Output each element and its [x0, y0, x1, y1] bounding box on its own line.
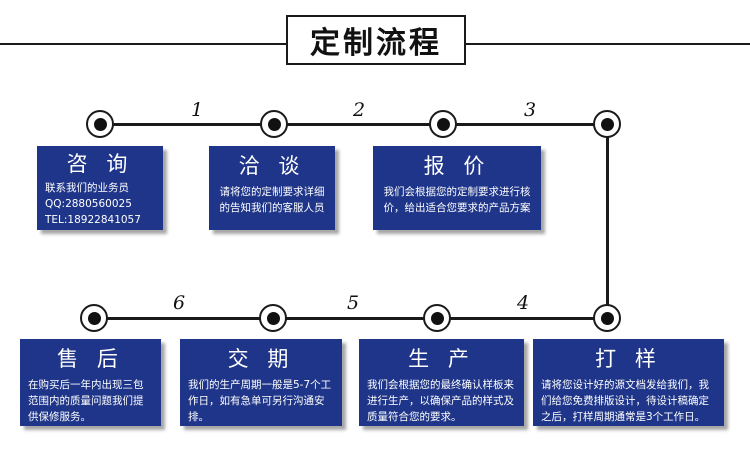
card-description: 联系我们的业务员 QQ:2880560025 TEL:18922841057 [45, 180, 155, 228]
flow-line-vertical [606, 124, 609, 319]
flow-node [593, 110, 621, 138]
flow-node [429, 110, 457, 138]
flow-line-bottom [94, 317, 608, 320]
card-produce: 生 产 我们会根据您的最终确认样板来进行生产，以确保产品的样式及质量符合您的要求… [359, 339, 524, 426]
card-description: 我们会根据您的最终确认样板来进行生产，以确保产品的样式及质量符合您的要求。 [367, 379, 514, 423]
flow-node [260, 110, 288, 138]
card-title: 生 产 [408, 347, 475, 371]
card-deliver: 交 期 我们的生产周期一般是5-7个工作日，如有急单可另行沟通安排。 [180, 339, 342, 426]
flow-node [593, 304, 621, 332]
page-title: 定制流程 [286, 15, 466, 65]
card-aftersale: 售 后 在购买后一年内出现三包范围内的质量问题我们提供保修服务。 [20, 339, 161, 426]
card-description: 在购买后一年内出现三包范围内的质量问题我们提供保修服务。 [28, 379, 144, 423]
step-number-3: 3 [523, 99, 537, 121]
contact-line: 联系我们的业务员 [45, 182, 129, 194]
contact-tel: TEL:18922841057 [45, 214, 141, 226]
card-description: 我们会根据您的定制要求进行核价，给出适合您要求的产品方案 [383, 186, 531, 214]
flow-node [259, 304, 287, 332]
card-description: 我们的生产周期一般是5-7个工作日，如有急单可另行沟通安排。 [188, 379, 332, 423]
step-number-5: 5 [346, 292, 360, 314]
flow-node [80, 304, 108, 332]
card-title: 打 样 [595, 347, 662, 371]
card-description: 请将您设计好的源文档发给我们，我们给您免费排版设计，待设计稿确定之后，打样周期通… [541, 379, 709, 423]
card-quote: 报 价 我们会根据您的定制要求进行核价，给出适合您要求的产品方案 [373, 146, 541, 230]
step-number-1: 1 [190, 99, 204, 121]
step-number-2: 2 [352, 99, 366, 121]
flow-node [423, 304, 451, 332]
contact-qq: QQ:2880560025 [45, 198, 132, 210]
card-title: 交 期 [227, 347, 295, 371]
card-title: 报 价 [423, 154, 491, 178]
card-discuss: 洽 谈 请将您的定制要求详细的告知我们的客服人员 [209, 146, 335, 230]
card-title: 咨 询 [66, 152, 134, 176]
title-rule-right [466, 43, 750, 45]
step-number-6: 6 [172, 292, 186, 314]
title-rule-left [0, 43, 286, 45]
flow-node [86, 110, 114, 138]
card-description: 请将您的定制要求详细的告知我们的客服人员 [219, 186, 325, 214]
card-consult: 咨 询 联系我们的业务员 QQ:2880560025 TEL:189228410… [37, 146, 163, 230]
card-sample: 打 样 请将您设计好的源文档发给我们，我们给您免费排版设计，待设计稿确定之后，打… [533, 339, 724, 426]
step-number-4: 4 [516, 292, 530, 314]
card-title: 洽 谈 [238, 154, 306, 178]
card-title: 售 后 [57, 347, 124, 371]
flow-line-top [99, 123, 607, 126]
